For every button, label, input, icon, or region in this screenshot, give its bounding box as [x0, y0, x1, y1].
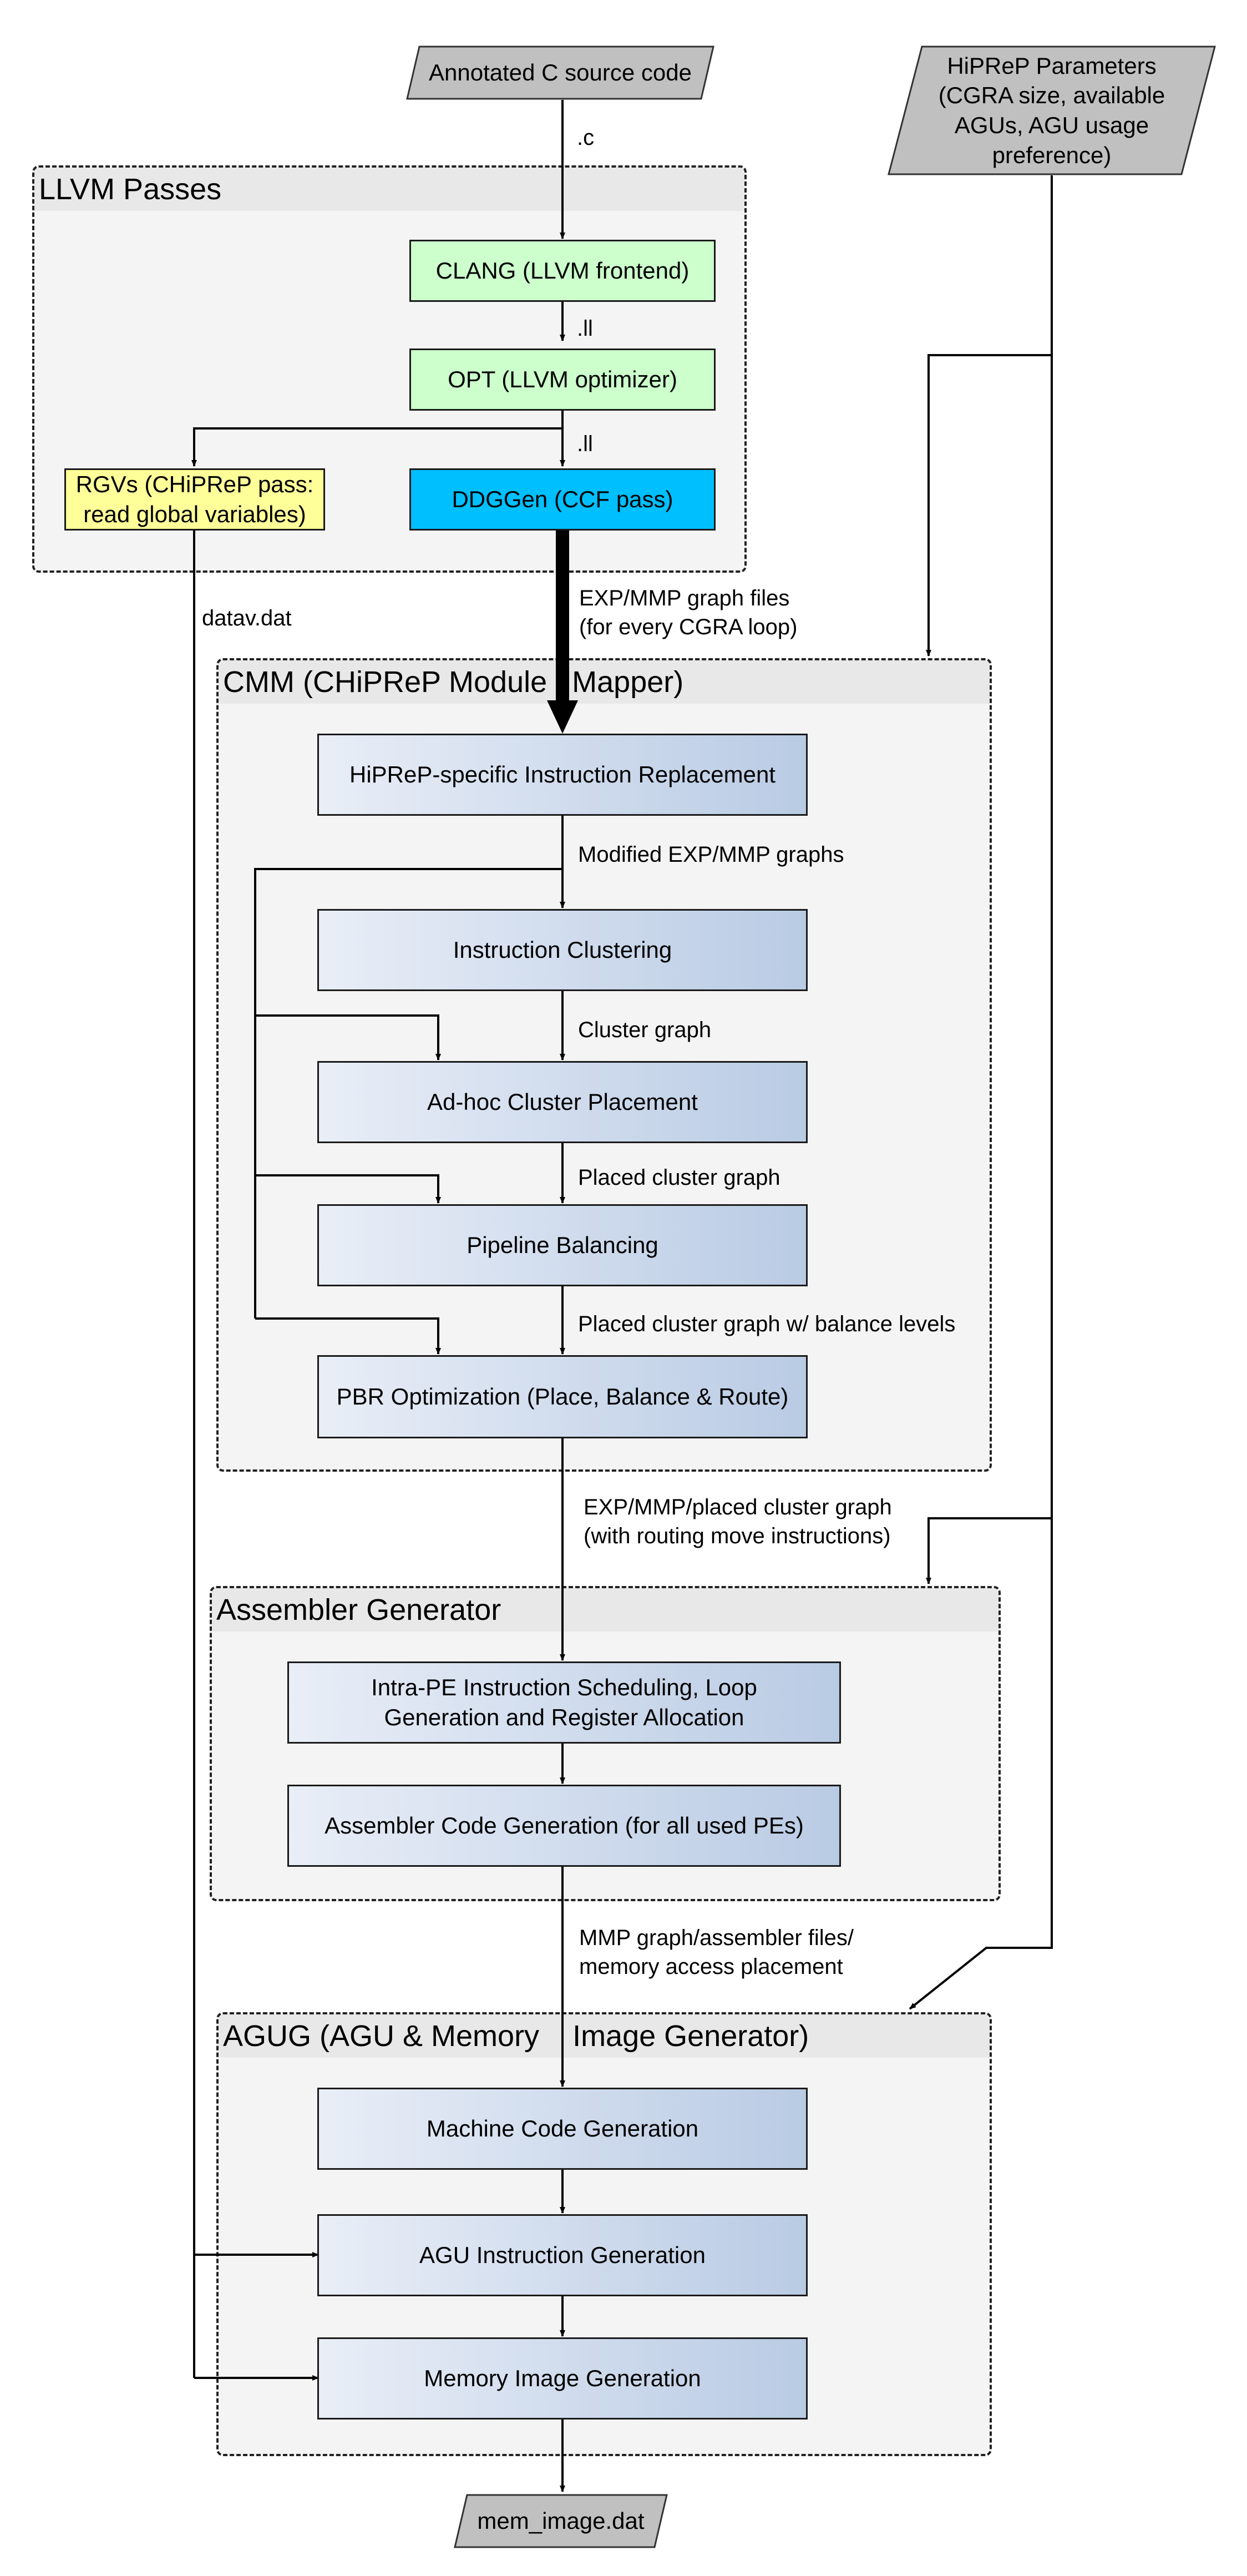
exp-placed-line-2: (with routing move instructions) [584, 1524, 891, 1548]
label-placed-cluster-graph: Placed cluster graph [578, 1165, 780, 1190]
rgvs-label: RGVs (CHiPReP pass: read global variable… [76, 469, 314, 529]
params-line-2: (CGRA size, available [938, 82, 1165, 109]
edge-opt-rgvs [191, 427, 562, 467]
output-label: mem_image.dat [477, 2508, 645, 2534]
node-agu-instruction-generation: AGU Instruction Generation [317, 2214, 808, 2296]
node-memory-image-generation: Memory Image Generation [317, 2337, 808, 2420]
params-label: HiPReP Parameters (CGRA size, available … [939, 51, 1165, 170]
exp-placed-line-1: EXP/MMP/placed cluster graph [584, 1495, 892, 1519]
node-assembler-codegen: Assembler Code Generation (for all used … [287, 1785, 841, 1867]
label-cluster-graph: Cluster graph [578, 1018, 712, 1042]
node-ddggen: DDGGen (CCF pass) [409, 468, 716, 531]
edge-ddggen-replace-head [547, 700, 578, 734]
sched-line-2: Generation and Register Allocation [384, 1704, 744, 1730]
parallelogram-shape [454, 2494, 668, 2548]
input-source-code: Annotated C source code [406, 46, 714, 100]
label-mmp-assembler: MMP graph/assembler files/ memory access… [579, 1923, 854, 1981]
group-title-cmm: CMM (CHiPReP Module Mapper) [219, 660, 990, 704]
edge-params-cmm [926, 175, 1053, 656]
edge-feedback-placement [255, 1014, 441, 1060]
group-title-llvm: LLVM Passes [34, 168, 744, 211]
input-source-label: Annotated C source code [429, 59, 692, 86]
parallelogram-shape [406, 46, 714, 100]
sched-label: Intra-PE Instruction Scheduling, Loop Ge… [371, 1673, 757, 1733]
output-mem-image: mem_image.dat [454, 2494, 668, 2548]
node-instruction-replacement: HiPReP-specific Instruction Replacement [317, 734, 808, 816]
parallelogram-shape [888, 46, 1216, 175]
node-pbr-optimization: PBR Optimization (Place, Balance & Route… [317, 1355, 808, 1438]
mmp-line-2: memory access placement [579, 1954, 843, 1979]
group-title-asm: Assembler Generator [212, 1588, 998, 1632]
params-line-4: preference) [992, 142, 1112, 168]
label-ll-1: .ll [577, 316, 593, 341]
node-instruction-clustering: Instruction Clustering [317, 909, 808, 991]
node-cluster-placement: Ad-hoc Cluster Placement [317, 1061, 808, 1143]
node-machine-code-generation: Machine Code Generation [317, 2088, 808, 2170]
label-ll-2: .ll [577, 432, 593, 456]
rgvs-line-2: read global variables) [83, 501, 306, 527]
group-title-agug: AGUG (AGU & Memory Image Generator) [219, 2014, 990, 2058]
edge-feedback-bus [254, 868, 562, 1319]
params-line-1: HiPReP Parameters [947, 52, 1157, 79]
label-placed-balance-levels: Placed cluster graph w/ balance levels [578, 1312, 956, 1336]
edge-feedback-balancing [255, 1174, 441, 1204]
exp-line-1: EXP/MMP graph files [579, 586, 790, 610]
node-opt: OPT (LLVM optimizer) [409, 348, 716, 411]
params-line-3: AGUs, AGU usage [954, 112, 1149, 138]
label-datav: datav.dat [202, 606, 292, 630]
edge-params-agug [909, 1518, 1053, 2010]
label-exp-mmp-placed: EXP/MMP/placed cluster graph (with routi… [584, 1493, 892, 1550]
input-hiprep-parameters: HiPReP Parameters (CGRA size, available … [888, 46, 1216, 175]
node-intra-pe-scheduling: Intra-PE Instruction Scheduling, Loop Ge… [287, 1661, 841, 1744]
edge-params-asm [926, 355, 1053, 1584]
label-modified-graphs: Modified EXP/MMP graphs [578, 842, 844, 867]
exp-line-2: (for every CGRA loop) [579, 615, 798, 639]
sched-line-1: Intra-PE Instruction Scheduling, Loop [371, 1674, 757, 1701]
mmp-line-1: MMP graph/assembler files/ [579, 1926, 854, 1950]
node-pipeline-balancing: Pipeline Balancing [317, 1204, 808, 1286]
node-rgvs: RGVs (CHiPReP pass: read global variable… [64, 468, 325, 531]
label-exp-mmp-files: EXP/MMP graph files (for every CGRA loop… [579, 584, 797, 642]
label-c: .c [577, 125, 595, 150]
rgvs-line-1: RGVs (CHiPReP pass: [75, 471, 314, 498]
node-clang: CLANG (LLVM frontend) [409, 240, 716, 302]
edge-feedback-pbr [255, 1317, 441, 1355]
